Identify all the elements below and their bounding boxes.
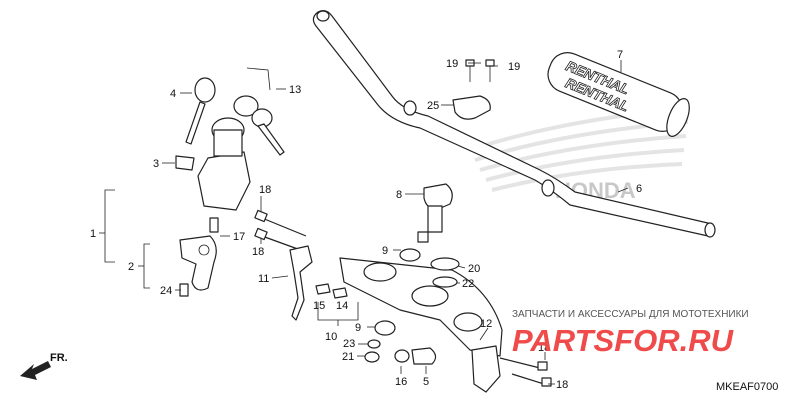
callout-18-d: 18 xyxy=(556,379,568,391)
callout-11: 11 xyxy=(258,273,269,285)
callout-2: 2 xyxy=(128,261,134,273)
callout-9-lower: 9 xyxy=(355,322,361,334)
front-direction-label: FR. xyxy=(50,352,68,364)
callout-17: 17 xyxy=(233,231,245,243)
plate-14 xyxy=(332,287,348,299)
bracket-11 xyxy=(289,245,313,321)
callout-14: 14 xyxy=(336,300,348,312)
bush-16 xyxy=(394,349,410,363)
callout-25: 25 xyxy=(427,100,439,112)
watermark-caption: ЗАПЧАСТИ И АКСЕССУАРЫ ДЛЯ МОТОТЕХНИКИ xyxy=(512,309,749,320)
callout-16: 16 xyxy=(395,376,407,388)
callout-24: 24 xyxy=(160,285,172,297)
callout-10: 10 xyxy=(325,331,337,343)
watermark-site: PARTSFOR.RU xyxy=(512,323,735,358)
callout-19-a: 19 xyxy=(446,58,458,70)
callouts: 1 2 3 4 5 6 7 8 9 9 10 11 12 13 14 15 16… xyxy=(90,49,642,391)
callout-13: 13 xyxy=(289,84,301,96)
handlebar xyxy=(312,10,716,238)
callout-6: 6 xyxy=(636,183,642,195)
group-bracket-1 xyxy=(104,189,115,263)
callout-18-a: 18 xyxy=(259,184,271,196)
ring-22 xyxy=(432,276,458,288)
callout-12: 12 xyxy=(480,318,492,330)
callout-7: 7 xyxy=(617,49,623,61)
callout-15: 15 xyxy=(313,300,325,312)
key-4 xyxy=(185,77,216,145)
callout-21: 21 xyxy=(342,351,354,363)
callout-23: 23 xyxy=(343,338,355,350)
bracket-12 xyxy=(471,345,501,393)
key-13 xyxy=(233,67,285,156)
leader-lines xyxy=(162,60,629,385)
upper-holder-8 xyxy=(417,183,453,243)
callout-22: 22 xyxy=(462,278,474,290)
group-bracket-2 xyxy=(143,243,150,289)
callout-9-upper: 9 xyxy=(382,245,388,257)
holder-5 xyxy=(411,347,437,365)
switch-holder xyxy=(179,235,217,297)
callout-5: 5 xyxy=(423,376,429,388)
callout-19-b: 19 xyxy=(508,61,520,73)
upper-holder-25 xyxy=(452,95,491,120)
washer-9-lower xyxy=(374,320,396,336)
bolt-18-right xyxy=(499,357,552,387)
callout-18-c: 18 xyxy=(538,342,550,354)
callout-8: 8 xyxy=(396,189,402,201)
callout-18-b: 18 xyxy=(252,246,264,258)
cover-20 xyxy=(430,257,460,271)
ignition-switch xyxy=(175,117,251,233)
callout-3: 3 xyxy=(153,158,159,170)
washer-9-upper xyxy=(399,248,421,262)
diagram-code: MKEAF0700 xyxy=(716,381,778,393)
plate-15 xyxy=(315,283,331,295)
front-arrow-icon xyxy=(20,361,51,380)
bolt-18-left xyxy=(254,209,307,253)
callout-4: 4 xyxy=(170,88,176,100)
nut-23 xyxy=(367,339,381,349)
callout-1: 1 xyxy=(90,228,96,240)
top-bridge xyxy=(339,257,503,357)
nut-21 xyxy=(364,351,380,363)
callout-20: 20 xyxy=(468,263,480,275)
